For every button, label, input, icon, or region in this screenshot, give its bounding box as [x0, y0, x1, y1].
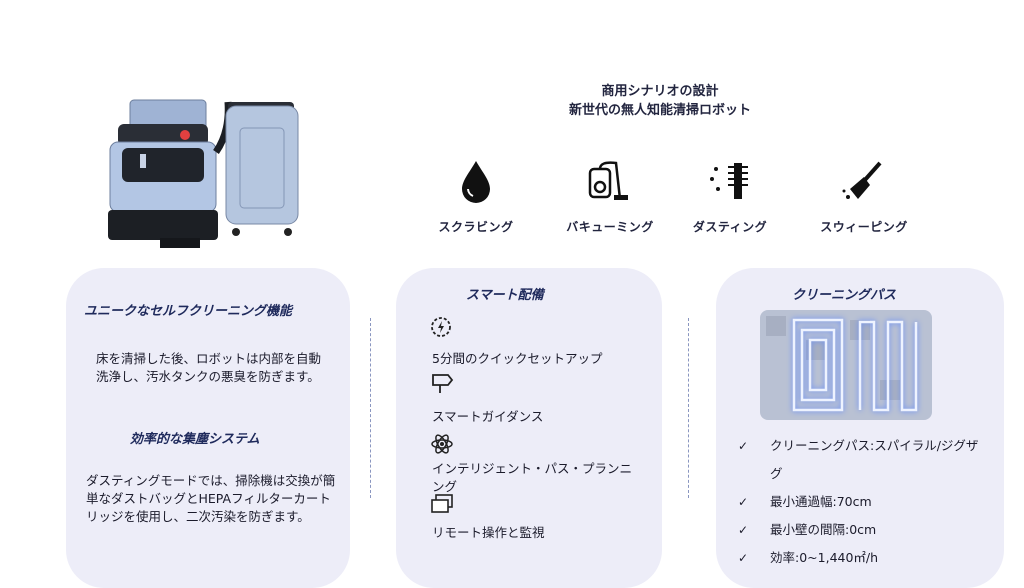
signpost-icon — [430, 372, 454, 398]
divider — [688, 318, 689, 498]
feature-dusting: ダスティング — [660, 150, 800, 235]
check-icon: ✓ — [738, 523, 749, 537]
header: 商用シナリオの設計 新世代の無人知能清掃ロボット — [440, 82, 880, 120]
card-self-cleaning: ユニークなセルフクリーニング機能 床を清掃した後、ロボットは内部を自動洗浄し、汚… — [66, 268, 350, 588]
feature-scrubbing: スクラビング — [406, 150, 546, 235]
feature-vacuuming: バキューミング — [540, 150, 680, 235]
card-title: スマート配備 — [466, 288, 544, 303]
product-image — [100, 92, 310, 264]
card-text: ダスティングモードでは、掃除機は交換が簡単なダストバッグとHEPAフィルターカー… — [86, 473, 336, 524]
vacuum-icon — [540, 150, 680, 212]
check-icon: ✓ — [738, 439, 749, 453]
cleaning-path-diagram — [760, 310, 932, 424]
spec-text: 効率:0~1,440㎡/h — [770, 550, 879, 565]
feature-label: バキューミング — [566, 220, 654, 234]
header-line2: 新世代の無人知能清掃ロボット — [568, 103, 751, 118]
list-item: インテリジェント・パス・プランニング — [432, 461, 633, 494]
spec-item: ✓ 最小通過幅:70cm — [738, 488, 990, 516]
card-title: ユニークなセルフクリーニング機能 — [84, 304, 293, 319]
spec-item: ✓ 効率:0~1,440㎡/h — [738, 544, 990, 572]
list-item: スマートガイダンス — [432, 409, 544, 424]
spec-item: ✓ 最小壁の間隔:0cm — [738, 516, 990, 544]
spec-text: 最小壁の間隔:0cm — [770, 522, 877, 537]
check-icon: ✓ — [738, 551, 749, 565]
check-icon: ✓ — [738, 495, 749, 509]
list-item: 5分間のクイックセットアップ — [432, 351, 603, 366]
atom-icon — [430, 432, 454, 460]
card-title: 効率的な集塵システム — [130, 432, 260, 447]
card-cleaning-path: クリーニングパス ✓ クリーニングパス:スパイラル/ジグザグ ✓ 最小通過幅:70c… — [716, 268, 1004, 588]
card-text: 床を清掃した後、ロボットは内部を自動洗浄し、汚水タンクの悪臭を防ぎます。 — [96, 351, 322, 384]
quick-setup-icon — [430, 316, 452, 342]
remote-screens-icon — [430, 494, 454, 518]
card-smart-deployment: スマート配備 5分間のクイックセットアップ スマートガイダンス インテリジェント… — [396, 268, 662, 588]
spec-text: 最小通過幅:70cm — [770, 494, 872, 509]
feature-label: ダスティング — [692, 220, 768, 234]
header-line1: 商用シナリオの設計 — [601, 84, 719, 99]
feature-label: スクラビング — [438, 220, 514, 234]
water-drop-icon — [406, 150, 546, 212]
broom-icon — [794, 150, 934, 212]
list-item: リモート操作と監視 — [432, 525, 545, 540]
card-title: クリーニングパス — [792, 288, 897, 303]
divider — [370, 318, 371, 498]
spec-text: クリーニングパス:スパイラル/ジグザグ — [770, 438, 979, 481]
feature-label: スウィーピング — [820, 220, 908, 234]
feature-sweeping: スウィーピング — [794, 150, 934, 235]
duster-brush-icon — [660, 150, 800, 212]
spec-list: ✓ クリーニングパス:スパイラル/ジグザグ ✓ 最小通過幅:70cm ✓ 最小壁の間隔… — [738, 432, 990, 572]
spec-item: ✓ クリーニングパス:スパイラル/ジグザグ — [738, 432, 990, 488]
